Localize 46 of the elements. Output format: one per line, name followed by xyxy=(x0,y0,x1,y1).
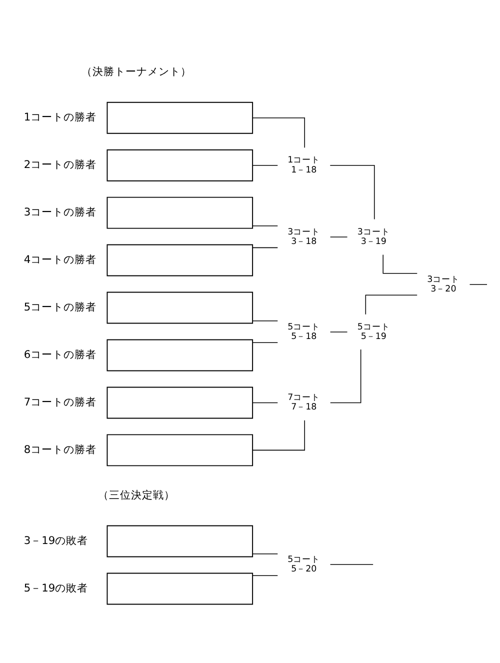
node-box xyxy=(106,339,254,372)
node-text: 5コート 5－18 xyxy=(288,322,320,342)
connector xyxy=(252,575,278,576)
node-label: 3コートの勝者 xyxy=(24,206,97,219)
connector xyxy=(330,349,362,404)
node-box xyxy=(106,102,254,134)
node-box xyxy=(106,386,254,419)
node-box xyxy=(106,149,254,182)
node-text: 5コート 5－20 xyxy=(288,554,320,574)
connector xyxy=(330,164,375,220)
connector xyxy=(252,420,305,451)
connector xyxy=(330,236,348,238)
node-box xyxy=(106,572,254,605)
node-label: 8コートの勝者 xyxy=(24,442,97,456)
connector xyxy=(252,553,278,554)
connector xyxy=(469,284,488,285)
node-text: 5コート 5－19 xyxy=(357,322,390,342)
node-label: 4コートの勝者 xyxy=(24,253,97,266)
node-box xyxy=(106,196,254,229)
node-box xyxy=(106,244,254,276)
node-box xyxy=(106,434,254,466)
connector xyxy=(252,247,278,248)
connector xyxy=(252,342,278,344)
node-text: 3コート 3－18 xyxy=(288,227,320,248)
node-label: 2コートの勝者 xyxy=(24,158,97,172)
connector xyxy=(252,402,278,404)
connector xyxy=(365,294,418,315)
node-label: 6コートの勝者 xyxy=(24,348,97,361)
label: （決勝トーナメント） xyxy=(81,65,192,78)
node-box xyxy=(106,525,254,558)
node-text: 1コート 1－18 xyxy=(288,156,320,176)
node-text: 3コート 3－20 xyxy=(427,274,460,294)
node-text: 7コート 7－18 xyxy=(288,393,320,413)
connector xyxy=(382,254,418,274)
connector xyxy=(252,117,305,148)
node-label: 5－19の敗者 xyxy=(24,581,88,594)
connector xyxy=(252,164,278,166)
node-text: 3コート 3－19 xyxy=(357,227,390,248)
node-label: 7コートの勝者 xyxy=(24,395,97,408)
node-label: 1コートの勝者 xyxy=(24,110,97,124)
node-label: 3－19の敗者 xyxy=(24,534,88,547)
node-box xyxy=(106,292,254,324)
connector xyxy=(330,564,374,565)
node-label: 5コートの勝者 xyxy=(24,300,97,314)
connector xyxy=(252,320,278,322)
label: （三位決定戦） xyxy=(98,488,175,502)
